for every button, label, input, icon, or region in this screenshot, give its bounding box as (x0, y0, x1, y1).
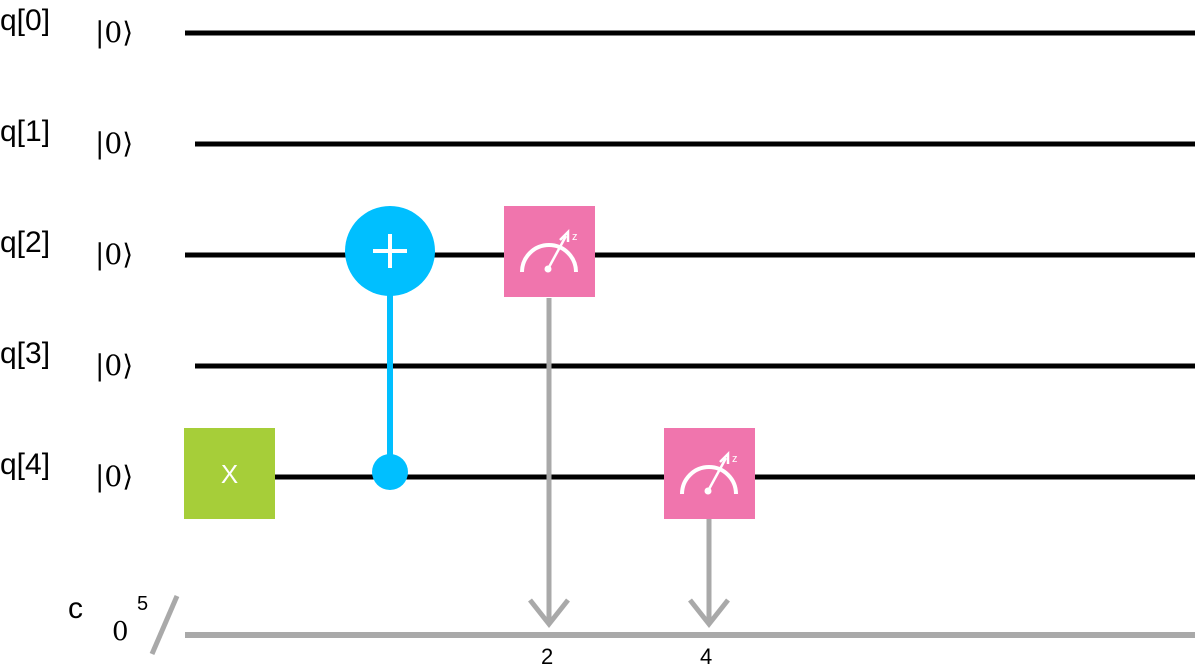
qubit-init-2: |0⟩ (95, 238, 133, 271)
qubit-label-4: q[4] (0, 448, 50, 481)
classical-label: c (68, 592, 83, 625)
classical-init: 0 (112, 617, 129, 647)
bit-index-2: 2 (541, 644, 553, 665)
measure-arrow-q4 (688, 598, 730, 629)
measure-arrow-q2 (528, 598, 570, 629)
bit-index-4: 4 (700, 644, 712, 665)
qubit-label-2: q[2] (0, 226, 50, 259)
qubit-label-3: q[3] (0, 337, 50, 370)
x-gate[interactable] (184, 428, 275, 519)
qubit-init-1: |0⟩ (95, 127, 133, 160)
qubit-init-0: |0⟩ (95, 16, 133, 49)
qubit-label-0: q[0] (0, 4, 50, 37)
qubit-label-1: q[1] (0, 115, 50, 148)
meter-icon (680, 450, 738, 495)
measure-basis-q4: z (732, 453, 738, 465)
meter-icon (520, 228, 578, 273)
classical-width: 5 (137, 593, 148, 615)
cnot-control-dot[interactable] (372, 454, 408, 490)
classical-bundle-slash (149, 595, 180, 655)
qubit-init-3: |0⟩ (95, 349, 133, 382)
x-gate-label: X (221, 459, 238, 489)
measure-gate-q4[interactable] (664, 428, 755, 519)
measure-basis-q2: z (572, 231, 578, 243)
measure-gate-q2[interactable] (504, 206, 595, 297)
qubit-init-4: |0⟩ (95, 460, 133, 493)
cnot-plus-icon (373, 234, 407, 268)
